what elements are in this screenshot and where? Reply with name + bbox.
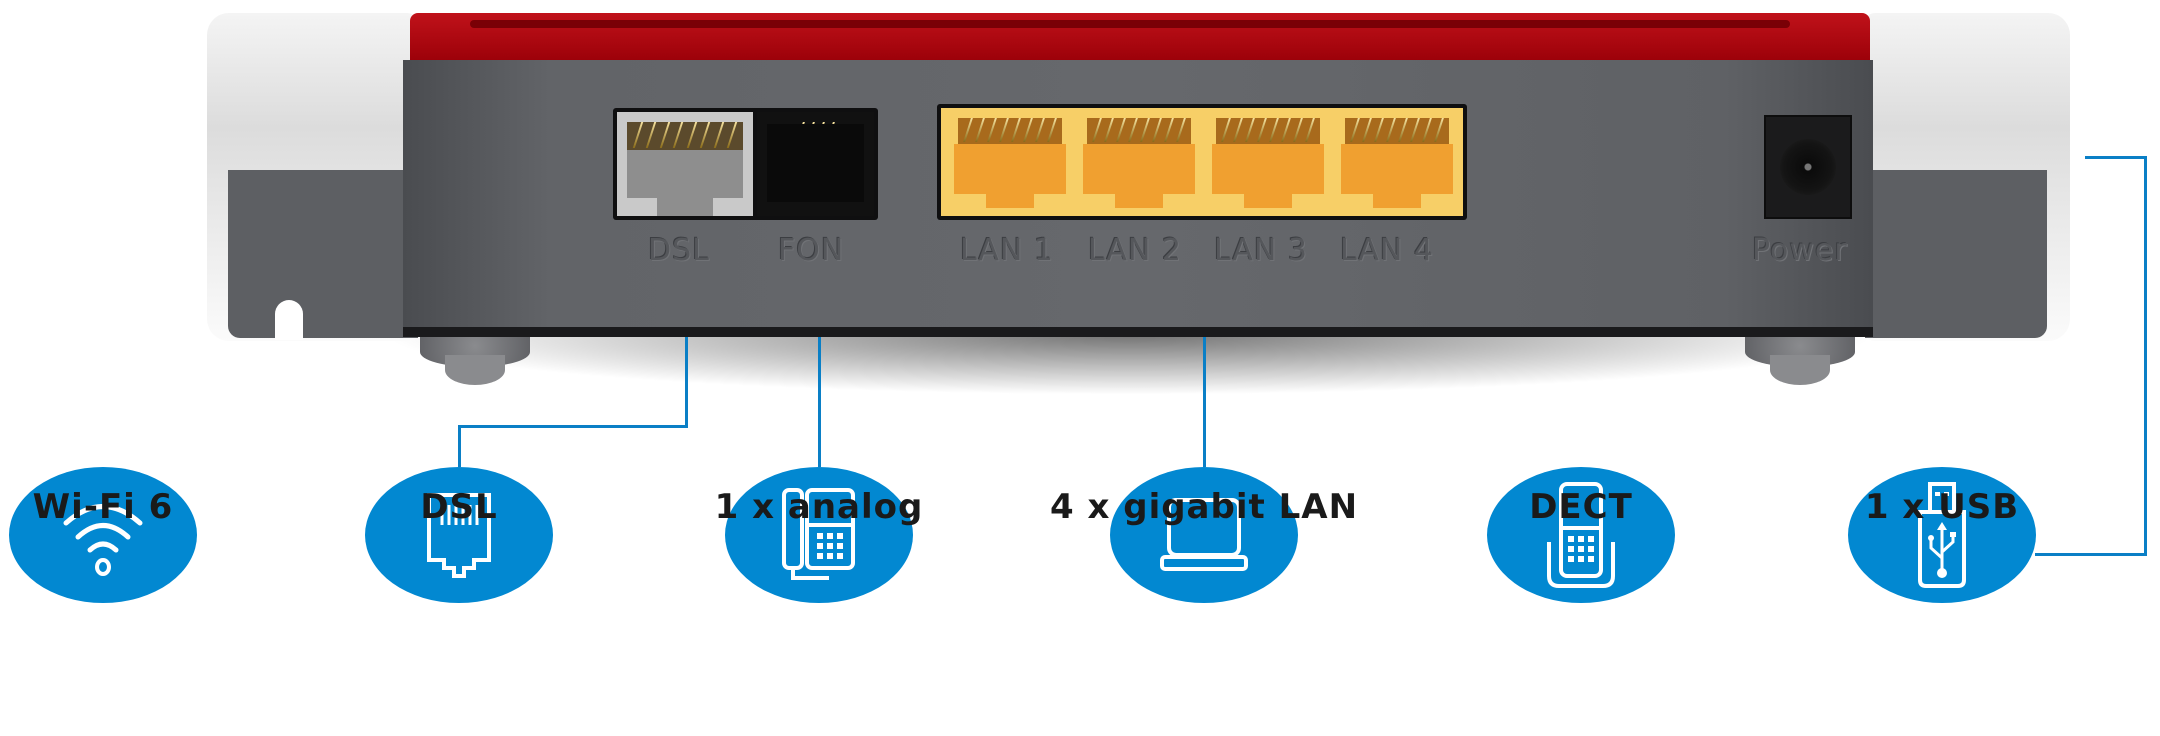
cable-notch: [275, 300, 303, 340]
feature-label-dsl: DSL: [420, 487, 498, 527]
power-port[interactable]: [1764, 115, 1852, 219]
analog-connector-line: [818, 337, 821, 467]
feature-dsl: [365, 467, 553, 603]
port-label-lan4: LAN 4: [1340, 233, 1434, 268]
usb-connector-line: [2085, 156, 2147, 159]
feature-circle: [365, 467, 553, 603]
port-lan3[interactable]: [1208, 112, 1328, 212]
port-label-dsl: DSL: [648, 233, 710, 268]
port-lan1[interactable]: [950, 112, 1070, 212]
feature-analog: [725, 467, 913, 603]
port-lan4[interactable]: [1337, 112, 1457, 212]
feature-circle: [1110, 467, 1298, 603]
usb-connector-line-v: [2144, 156, 2147, 556]
dsl-port[interactable]: [617, 112, 753, 216]
wifi-icon: [63, 504, 143, 576]
dsl-connector-line-h: [458, 425, 688, 428]
ethernet-port-icon: [427, 493, 491, 578]
port-label-lan1: LAN 1: [960, 233, 1054, 268]
fon-port[interactable]: [757, 112, 874, 216]
router-shadow: [380, 335, 1880, 395]
dsl-connector-line-v: [458, 425, 461, 467]
desk-phone-icon: [782, 488, 855, 580]
feature-wifi: [9, 467, 197, 603]
laptop-icon: [1160, 498, 1248, 571]
feature-label-lan: 4 x gigabit LAN: [1049, 487, 1359, 527]
feature-circle: [1848, 467, 2036, 603]
port-label-power: Power: [1752, 233, 1848, 268]
feature-usb: [1848, 467, 2036, 603]
lan-connector-line: [1203, 337, 1206, 467]
feature-lan: [1110, 467, 1298, 603]
feature-label-dect: DECT: [1529, 487, 1633, 527]
dsl-connector-line: [685, 337, 688, 427]
port-label-fon: FON: [778, 233, 845, 268]
feature-circle: [1487, 467, 1675, 603]
top-vent: [470, 20, 1790, 28]
back-panel-edge: [403, 327, 1873, 337]
cordless-phone-icon: [1547, 482, 1615, 588]
feature-label-analog: 1 x analog: [714, 487, 924, 527]
right-foot-pad: [1770, 355, 1830, 385]
feature-circle: [9, 467, 197, 603]
usb-stick-icon: [1918, 482, 1966, 588]
feature-label-wifi: Wi-Fi 6: [32, 487, 174, 527]
usb-connector-line-h: [2035, 553, 2147, 556]
feature-circle: [725, 467, 913, 603]
port-label-lan3: LAN 3: [1214, 233, 1308, 268]
feature-dect: [1487, 467, 1675, 603]
feature-label-usb: 1 x USB: [1864, 487, 2020, 527]
port-lan2[interactable]: [1079, 112, 1199, 212]
left-foot-pad: [445, 355, 505, 385]
right-end-cap-base: [1865, 170, 2047, 338]
left-end-cap-base: [228, 170, 418, 338]
port-label-lan2: LAN 2: [1088, 233, 1182, 268]
